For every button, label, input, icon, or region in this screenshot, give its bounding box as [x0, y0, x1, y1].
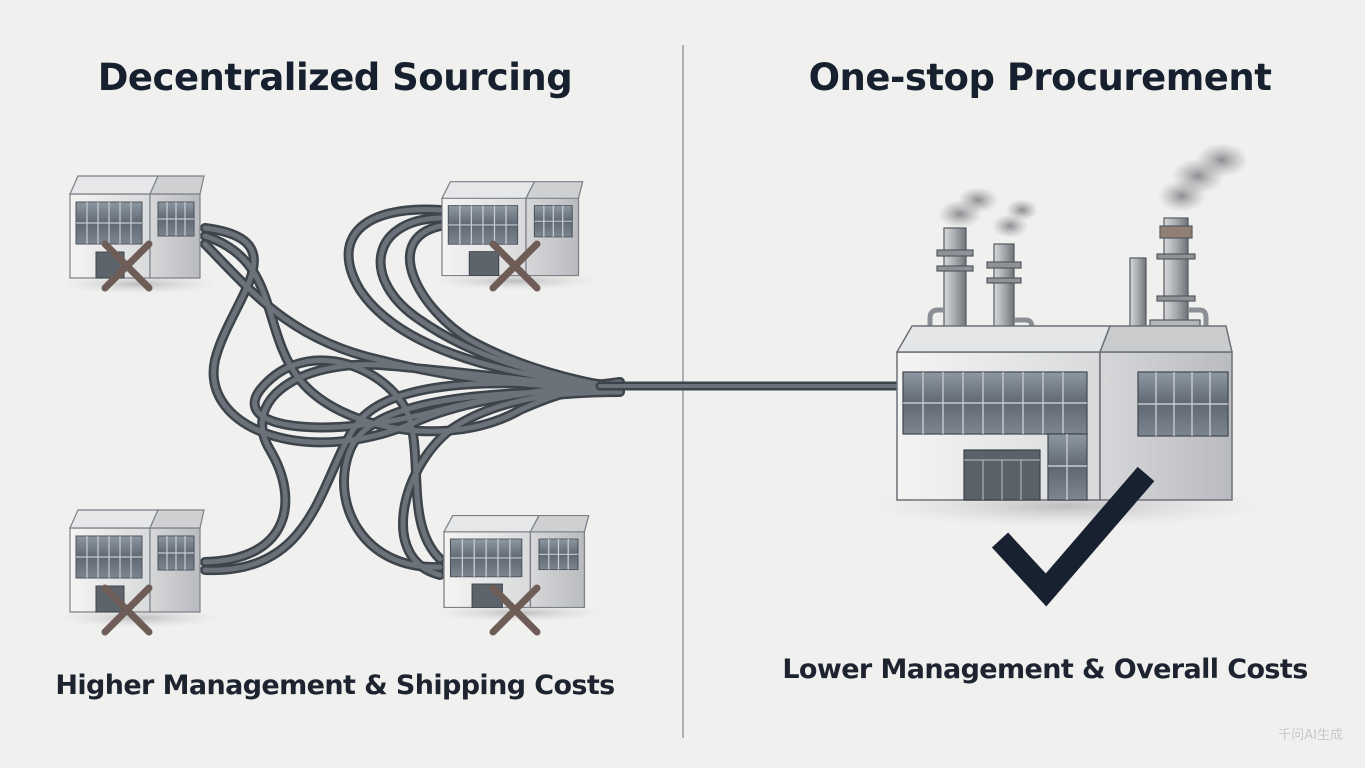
- supplier-building-top-right: [428, 181, 603, 291]
- tangled-supply-routes: [200, 204, 625, 580]
- supplier-building-bottom-left: [57, 509, 223, 629]
- one-stop-procurement-title: One-stop Procurement: [808, 56, 1272, 99]
- smoke-plumes: [938, 143, 1248, 238]
- one-stop-factory-illustration: [865, 143, 1265, 528]
- one-stop-cost-caption: Lower Management & Overall Costs: [782, 654, 1308, 685]
- check-mark-icon: [991, 466, 1155, 607]
- decentralized-cost-caption: Higher Management & Shipping Costs: [55, 670, 615, 701]
- decentralized-sourcing-title: Decentralized Sourcing: [97, 56, 573, 99]
- ai-generated-watermark: 千问AI生成: [1278, 728, 1343, 743]
